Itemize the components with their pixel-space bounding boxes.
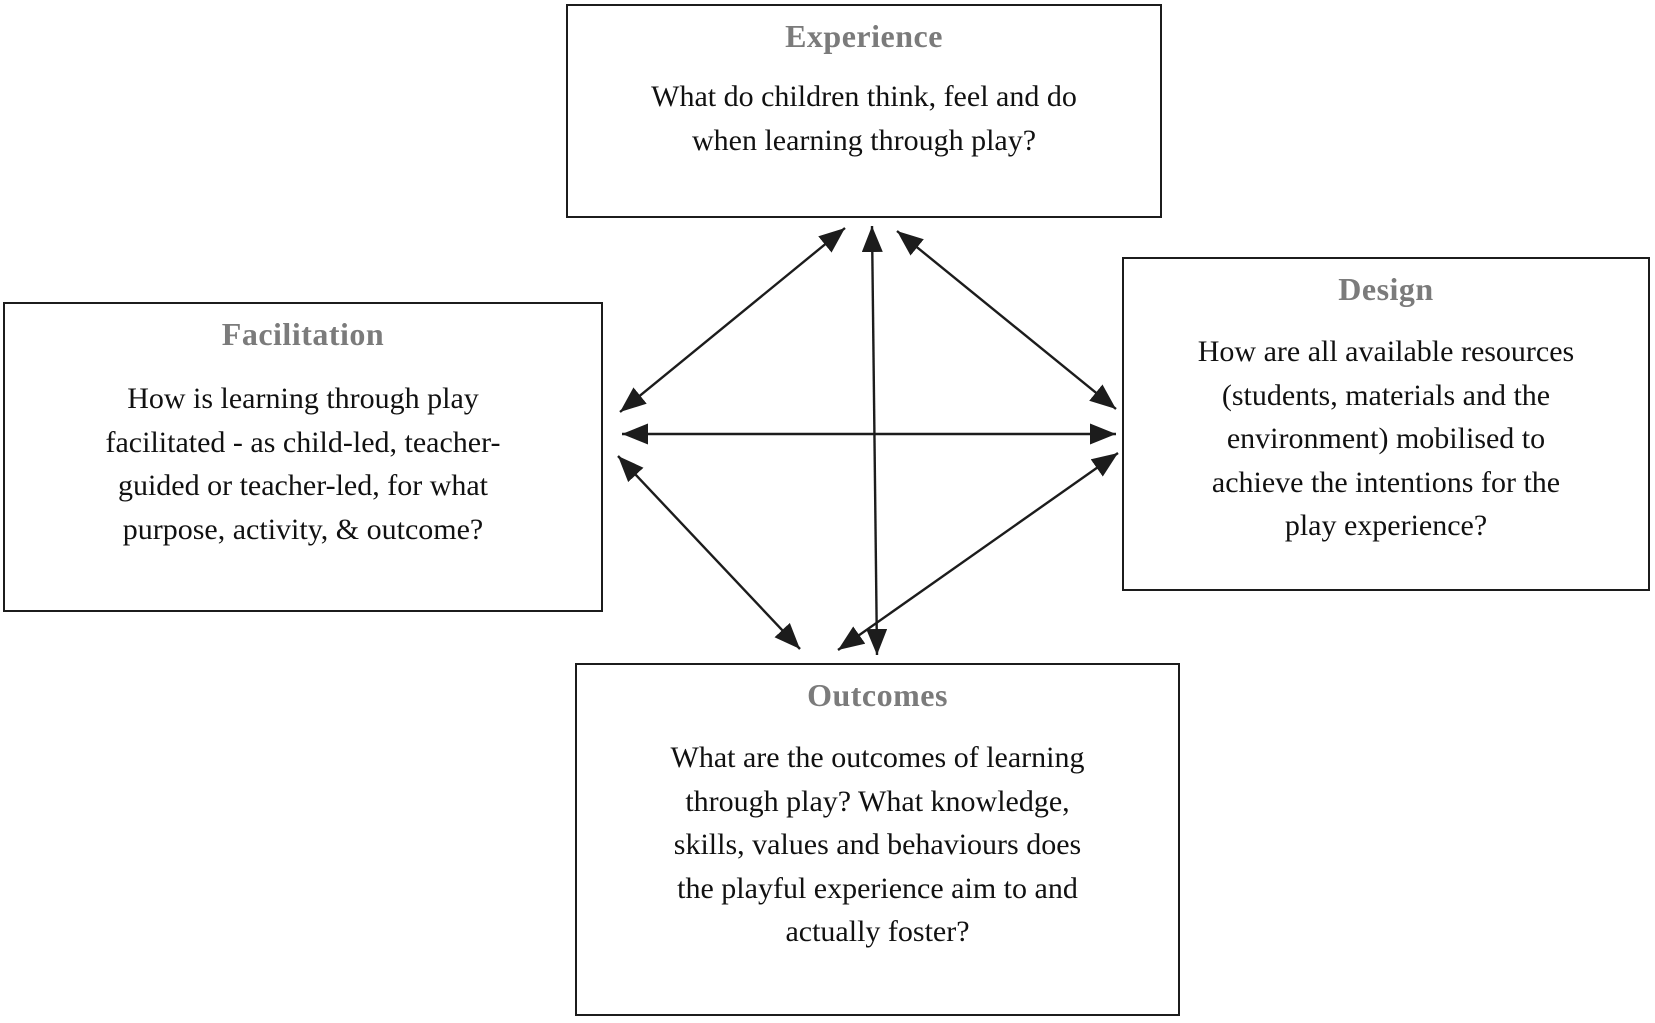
arrow-experience-outcomes bbox=[861, 225, 888, 656]
facilitation-title: Facilitation bbox=[221, 316, 385, 352]
arrow-facilitation-outcomes bbox=[617, 455, 801, 650]
experience-box: Experience What do children think, feel … bbox=[566, 4, 1162, 218]
arrow-experience-design bbox=[896, 230, 1117, 410]
experience-body: What do children think, feel and do when… bbox=[651, 80, 1077, 157]
facilitation-body: How is learning through play facilitated… bbox=[105, 382, 501, 546]
arrow-design-outcomes bbox=[837, 452, 1119, 651]
outcomes-box: Outcomes What are the outcomes of learni… bbox=[575, 663, 1180, 1016]
outcomes-body: What are the outcomes of learning throug… bbox=[670, 741, 1085, 948]
arrow-experience-facilitation bbox=[619, 227, 846, 413]
experience-title: Experience bbox=[785, 18, 943, 54]
outcomes-title: Outcomes bbox=[807, 677, 948, 713]
design-box: Design How are all available resources (… bbox=[1122, 257, 1650, 591]
design-body: How are all available resources (student… bbox=[1197, 335, 1575, 542]
facilitation-box: Facilitation How is learning through pla… bbox=[3, 302, 603, 612]
design-title: Design bbox=[1338, 271, 1434, 307]
